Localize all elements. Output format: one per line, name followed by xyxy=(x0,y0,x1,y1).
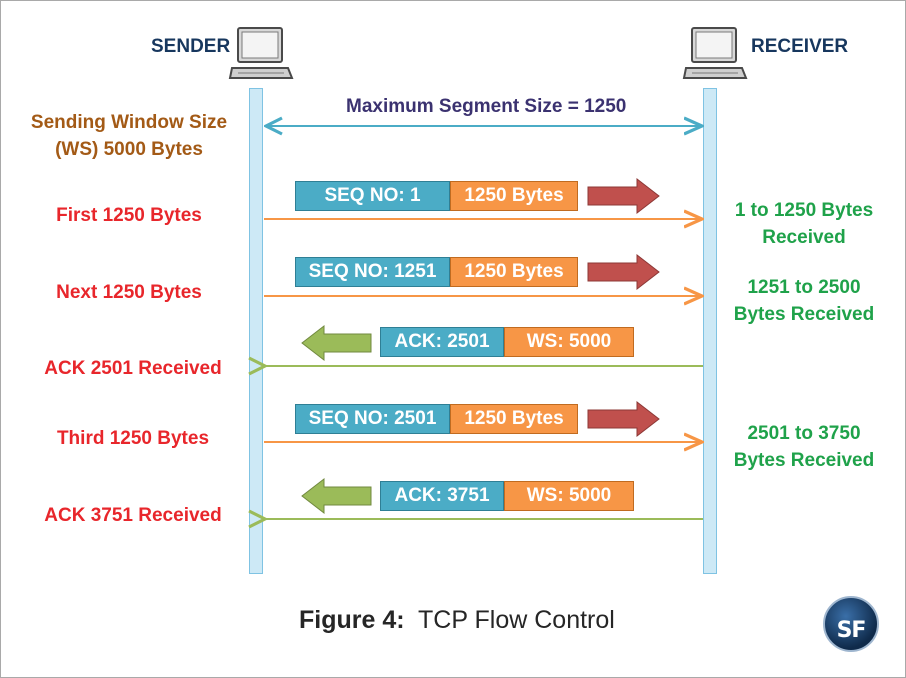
receiver-label-3: 2501 to 3750 Bytes Received xyxy=(733,423,875,471)
sender-label-ack-3751: ACK 3751 Received xyxy=(44,505,222,526)
sender-label-first: First 1250 Bytes xyxy=(56,205,202,226)
sender-label-third: Third 1250 Bytes xyxy=(56,428,210,449)
sender-label: SENDER xyxy=(151,36,231,57)
receiver-label: RECEIVER xyxy=(751,36,849,57)
sf-logo: SF xyxy=(823,596,879,652)
receiver-computer-icon xyxy=(682,27,748,79)
receiver-label-2: 1251 to 2500 Bytes Received xyxy=(733,277,875,325)
window-size-label: Sending Window Size (WS) 5000 Bytes xyxy=(30,112,228,160)
ack-1-window: WS: 5000 xyxy=(504,327,634,357)
segment-3-seq: SEQ NO: 2501 xyxy=(295,404,450,434)
sender-lifeline xyxy=(249,88,263,574)
segment-1-size: 1250 Bytes xyxy=(450,181,578,211)
segment-3-size: 1250 Bytes xyxy=(450,404,578,434)
segment-1-seq: SEQ NO: 1 xyxy=(295,181,450,211)
sender-label-next: Next 1250 Bytes xyxy=(56,282,202,303)
ack-1-number: ACK: 2501 xyxy=(380,327,504,357)
sender-computer-icon xyxy=(228,27,294,79)
arrow-right-icon xyxy=(587,177,660,215)
segment-2-seq: SEQ NO: 1251 xyxy=(295,257,450,287)
segment-2-size: 1250 Bytes xyxy=(450,257,578,287)
arrow-left-icon xyxy=(301,324,372,362)
receiver-lifeline xyxy=(703,88,717,574)
figure-caption: Figure 4: TCP Flow Control xyxy=(299,606,615,634)
arrow-right-icon xyxy=(587,253,660,291)
ack-2-number: ACK: 3751 xyxy=(380,481,504,511)
sender-label-ack-2501: ACK 2501 Received xyxy=(44,358,222,379)
receiver-label-1: 1 to 1250 Bytes Received xyxy=(734,200,874,248)
arrow-right-icon xyxy=(587,400,660,438)
mss-label: Maximum Segment Size = 1250 xyxy=(346,96,627,117)
arrow-left-icon xyxy=(301,477,372,515)
ack-2-window: WS: 5000 xyxy=(504,481,634,511)
